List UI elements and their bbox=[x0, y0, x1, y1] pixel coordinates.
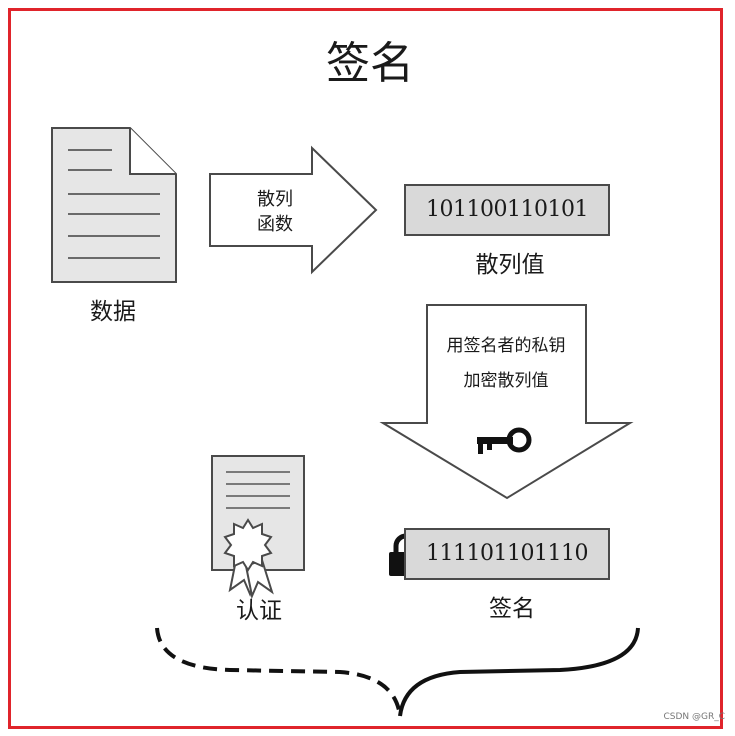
hash-function-label-line1: 散列 bbox=[257, 189, 293, 210]
hash-value-label: 散列值 bbox=[475, 252, 545, 278]
encrypt-step-label-line1: 用签名者的私钥 bbox=[446, 336, 566, 356]
signature-label: 签名 bbox=[489, 596, 535, 622]
key-icon bbox=[477, 427, 532, 454]
watermark: CSDN @GR_C bbox=[663, 712, 725, 722]
brace-icon bbox=[155, 627, 640, 717]
diagram-title: 签名 bbox=[326, 38, 414, 89]
encrypt-step-label-line2: 加密散列值 bbox=[463, 371, 549, 391]
certificate-label: 认证 bbox=[236, 598, 282, 624]
certificate-icon bbox=[211, 455, 305, 600]
signature-box: 111101101110 bbox=[404, 528, 610, 580]
document-icon bbox=[51, 127, 177, 283]
arrow-right-icon bbox=[209, 145, 378, 275]
data-label: 数据 bbox=[90, 299, 136, 325]
arrow-down-icon bbox=[379, 304, 634, 500]
hash-function-label-line2: 函数 bbox=[257, 214, 293, 235]
diagram-frame bbox=[8, 8, 723, 729]
hash-value-box: 101100110101 bbox=[404, 184, 610, 236]
